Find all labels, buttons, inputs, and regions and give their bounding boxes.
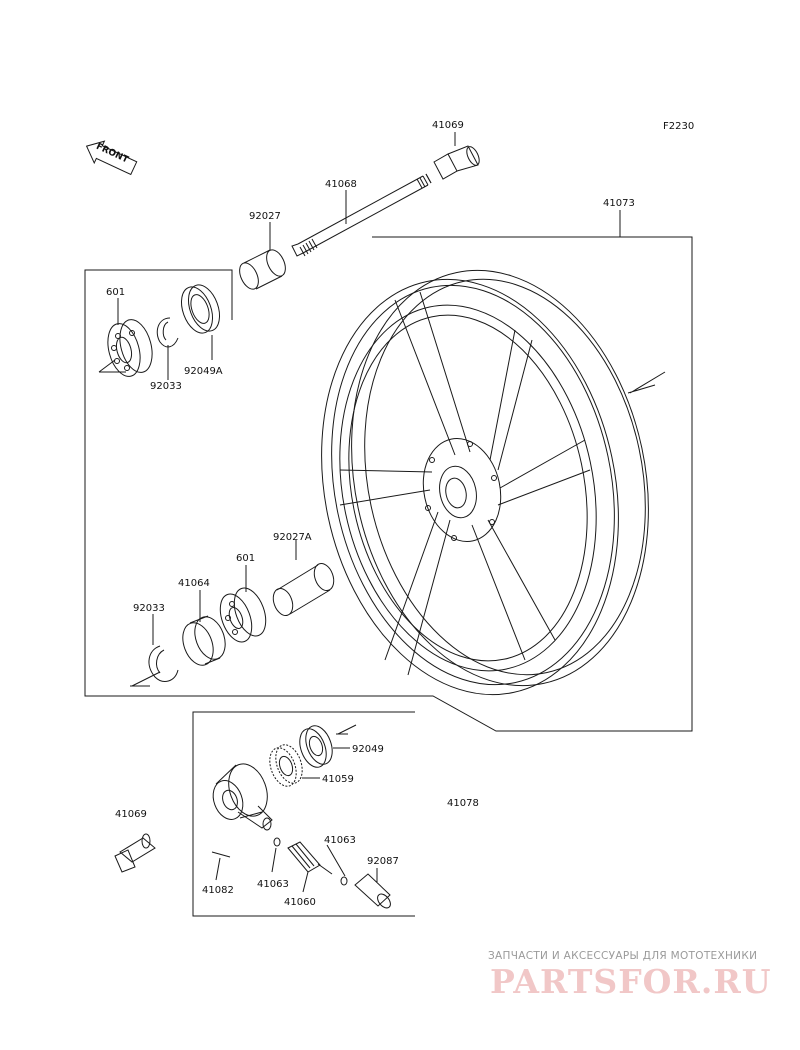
part-label: 92049 [352, 744, 384, 755]
leader-lines [98, 132, 621, 893]
washer-41063-right [340, 876, 348, 886]
circlip-92033-top [156, 317, 179, 348]
part-label: 41059 [322, 774, 354, 785]
axle-41068 [291, 173, 432, 257]
gear-direction-mark [336, 724, 357, 735]
watermark-caption: ЗАПЧАСТИ И АКСЕССУАРЫ ДЛЯ МОТОТЕХНИКИ [488, 950, 758, 962]
part-label: 41069 [115, 809, 147, 820]
part-label: 601 [106, 287, 125, 298]
front-label: FRONT [94, 142, 130, 166]
bushing-92087 [354, 873, 391, 909]
bearing-601-top [107, 319, 153, 377]
part-label: 92027 [249, 211, 281, 222]
part-label: 92033 [150, 381, 182, 392]
wheel-direction-mark [627, 371, 666, 394]
speedometer-gear-41059 [269, 744, 303, 787]
part-label: 41063 [324, 835, 356, 846]
part-label: 92087 [367, 856, 399, 867]
part-label: 41069 [432, 120, 464, 131]
gearbox-housing-41078 [212, 763, 273, 831]
collar-92027A [272, 562, 335, 617]
pinion-41060 [287, 841, 333, 875]
bottom-direction-mark [130, 671, 161, 687]
collar-92027 [239, 249, 286, 290]
part-label: 41068 [325, 179, 357, 190]
part-label: 92033 [133, 603, 165, 614]
axle-nut-41069-bottom [114, 833, 156, 873]
axle-nut-41069 [433, 145, 480, 180]
part-label: 41078 [447, 798, 479, 809]
diagram-code: F2230 [663, 121, 694, 132]
part-label: 41064 [178, 578, 210, 589]
watermark-logo: PARTSFOR.RU [490, 962, 772, 1001]
part-label: 41063 [257, 879, 289, 890]
pin-41082 [211, 851, 231, 858]
part-label: 41073 [603, 198, 635, 209]
part-label: 41082 [202, 885, 234, 896]
washer-41063-left [273, 837, 281, 847]
gear-holder-41064 [182, 615, 226, 666]
wheel-41073 [321, 269, 649, 696]
speedometer-group-box [192, 711, 415, 917]
wheel-group-box [84, 236, 693, 732]
oil-seal-92049A [180, 284, 221, 334]
part-label: 92027A [273, 532, 312, 543]
part-label: 92049A [184, 366, 223, 377]
circlip-92033-bottom [148, 645, 179, 682]
front-arrow-icon [85, 140, 138, 176]
part-labels: F2230 FRONT 41069 41068 92027 601 92033 … [94, 120, 694, 908]
part-label: 41060 [284, 897, 316, 908]
part-label: 601 [236, 553, 255, 564]
bearing-601-bottom [219, 587, 267, 643]
oil-seal-92049 [299, 725, 333, 768]
